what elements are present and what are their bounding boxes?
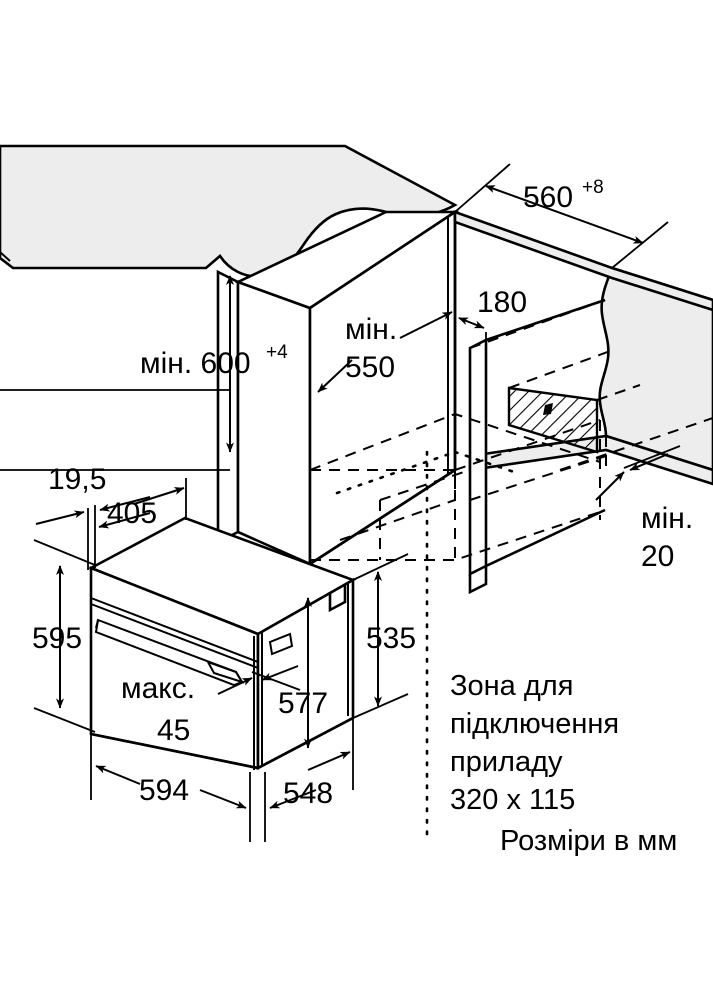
dimension-595 (33, 539, 96, 733)
dimension-560 (454, 163, 669, 269)
note-line-1: Зона для (450, 670, 573, 702)
label-min-550-line2: 550 (345, 351, 395, 384)
label-maks-line2: 45 (157, 714, 190, 747)
dimension-min-600 (0, 275, 234, 471)
label-maks-line1: макс. (121, 672, 195, 705)
label-577: 577 (278, 687, 328, 720)
oven-side-grip (268, 632, 294, 656)
cabinet-niche (216, 209, 460, 567)
label-min-550-line1: мін. (345, 313, 397, 346)
dimension-405 (98, 478, 187, 529)
hidden-edge-lines (309, 212, 713, 561)
dimension-min-550-leader (317, 311, 453, 393)
connection-point-marker (543, 403, 553, 415)
dimension-180 (458, 317, 487, 390)
label-535: 535 (366, 622, 416, 655)
label-min-20-line1: мін. (641, 502, 693, 535)
label-594: 594 (139, 774, 189, 807)
label-548: 548 (283, 777, 333, 810)
label-min-20-line2: 20 (641, 540, 674, 573)
dimension-maks-45 (217, 665, 301, 695)
label-560: 560 +8 (523, 177, 604, 214)
label-560-value: 560 (523, 181, 573, 214)
dimension-19-5 (35, 496, 151, 570)
dimension-535 (352, 553, 409, 719)
label-min-600: мін. 600 +4 (140, 342, 288, 380)
label-min-550: мін. 550 (345, 313, 397, 384)
label-min-600-value: мін. 600 (140, 347, 251, 380)
label-min-600-sup: +4 (266, 342, 288, 363)
connection-zone-hatch (507, 386, 599, 454)
label-595: 595 (32, 622, 82, 655)
label-maks-45: макс. 45 (121, 672, 195, 747)
label-min-20: мін. 20 (641, 502, 693, 573)
connection-zone-note: Зона для підключення приладу 320 x 115 (450, 670, 619, 816)
note-line-3: приладу (450, 746, 563, 778)
note-line-4: 320 x 115 (450, 784, 575, 816)
dimension-min-20 (595, 420, 681, 520)
label-180: 180 (477, 286, 527, 319)
label-19-5: 19,5 (48, 463, 106, 496)
dotted-leader-lines (335, 450, 522, 838)
label-405: 405 (107, 497, 157, 530)
note-line-2: підключення (450, 708, 619, 740)
dimension-548 (264, 718, 354, 842)
label-560-sup: +8 (582, 177, 604, 198)
dimension-594 (90, 734, 251, 842)
units-note: Розміри в мм (500, 825, 677, 857)
